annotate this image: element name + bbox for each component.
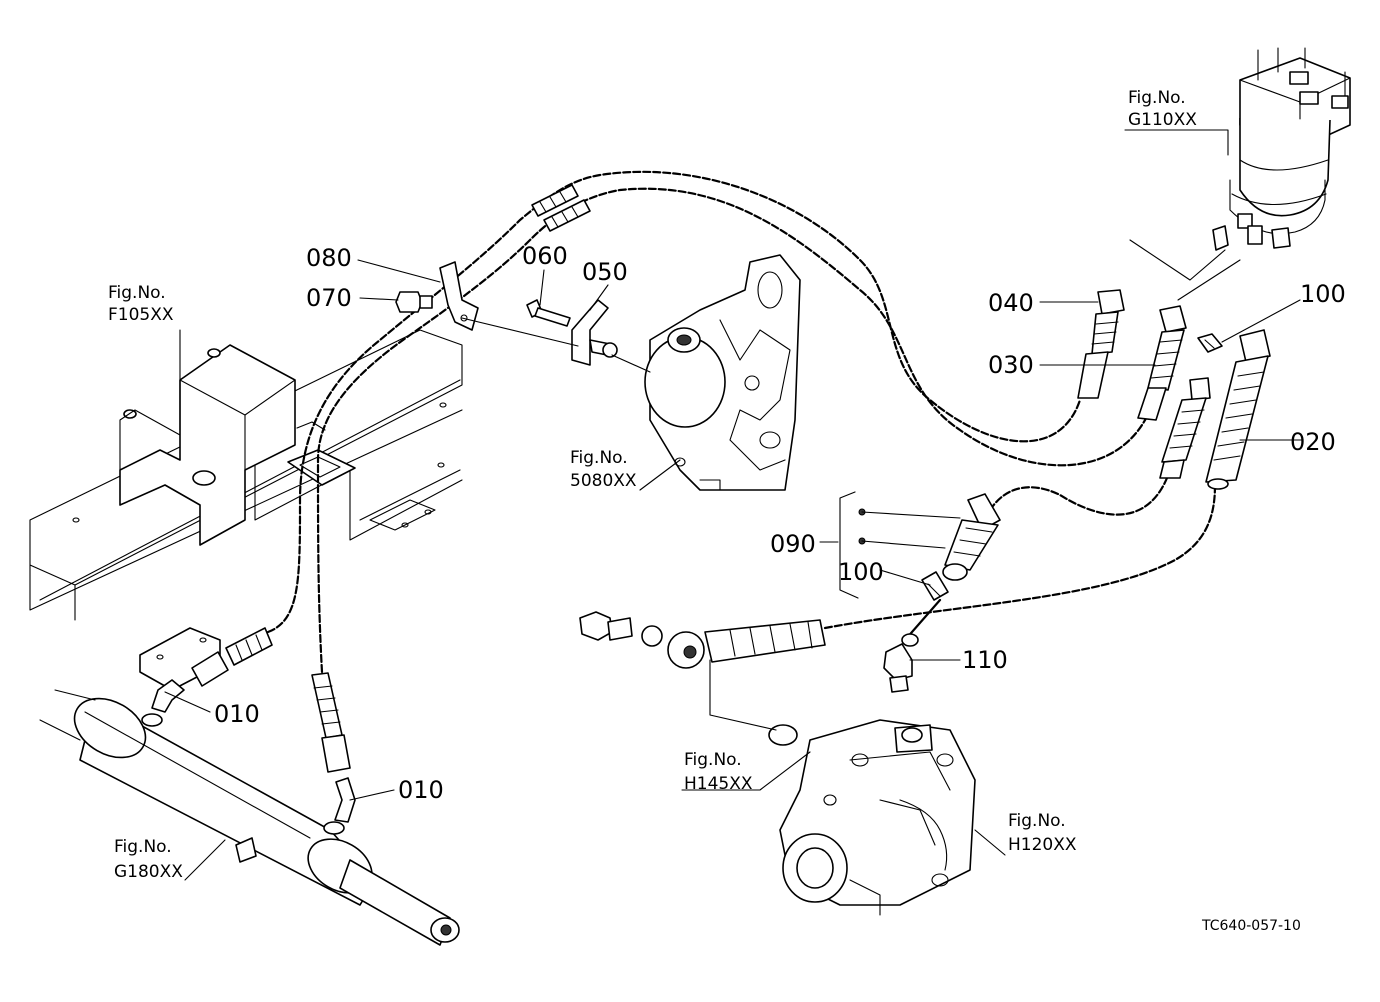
label-010b: 010	[398, 776, 444, 804]
clip-100-lower	[921, 571, 949, 601]
label-040: 040	[988, 289, 1034, 317]
hose-end-020	[1205, 329, 1271, 490]
pump-fittings-h145	[579, 611, 826, 746]
bracket-080	[439, 261, 479, 331]
label-070: 070	[306, 284, 352, 312]
elbow-fitting-010a	[141, 679, 185, 727]
label-050: 050	[582, 258, 628, 286]
fig-ref-g110-line2: G110XX	[1128, 110, 1197, 130]
frame-bracket-f105	[119, 344, 296, 546]
fig-ref-5080-line2: 5080XX	[570, 471, 637, 491]
label-090: 090	[770, 530, 816, 558]
label-020: 020	[1290, 428, 1336, 456]
label-110: 110	[962, 646, 1008, 674]
bolt-070	[395, 291, 433, 313]
hose-protectors	[531, 184, 591, 232]
hose-clamp-plate	[287, 421, 356, 486]
fig-ref-h120-line1: Fig.No.	[1008, 811, 1066, 831]
frame-chassis	[29, 329, 463, 621]
fig-ref-g180-line1: Fig.No.	[114, 837, 172, 857]
elbow-fitting-110	[883, 633, 919, 693]
drawing-code: TC640-057-10	[1201, 918, 1301, 934]
label-100-upper: 100	[1300, 280, 1346, 308]
label-030: 030	[988, 351, 1034, 379]
fig-ref-g110-line1: Fig.No.	[1128, 88, 1186, 108]
fig-ref-g180-line2: G180XX	[114, 862, 183, 882]
bolt-060	[526, 299, 571, 327]
steering-valve-g110	[1212, 47, 1351, 251]
fig-ref-h120-line2: H120XX	[1008, 835, 1077, 855]
group-090	[839, 491, 1001, 599]
fig-ref-h145-line1: Fig.No.	[684, 750, 742, 770]
hose-end-center	[1159, 377, 1211, 479]
figure-references: Fig.No. F105XX Fig.No. G110XX Fig.No. 50…	[108, 88, 1197, 882]
engine-gear-case-5080	[644, 254, 801, 491]
steering-cylinder-g180	[39, 689, 460, 946]
label-080: 080	[306, 244, 352, 272]
hose-end-left-cylinder	[191, 627, 273, 687]
fig-ref-f105-line1: Fig.No.	[108, 283, 166, 303]
fitting-040	[1077, 289, 1125, 399]
fitting-030	[1137, 305, 1187, 421]
part-labels: 080 070 060 050 040 030 100 020 090 100 …	[214, 242, 1346, 804]
hose-end-lower-cylinder	[311, 672, 351, 773]
fig-ref-5080-line1: Fig.No.	[570, 448, 628, 468]
label-100-lower: 100	[838, 558, 884, 586]
hydraulic-pump-h120	[779, 719, 976, 916]
label-010a: 010	[214, 700, 260, 728]
fig-ref-f105-line2: F105XX	[108, 305, 174, 325]
bracket-050	[571, 299, 618, 366]
elbow-fitting-010b	[323, 777, 356, 835]
leader-lines	[164, 129, 1303, 881]
fig-ref-h145-line2: H145XX	[684, 774, 753, 794]
label-060: 060	[522, 242, 568, 270]
hose-routes	[266, 170, 1217, 674]
clip-100-upper	[1197, 333, 1223, 353]
